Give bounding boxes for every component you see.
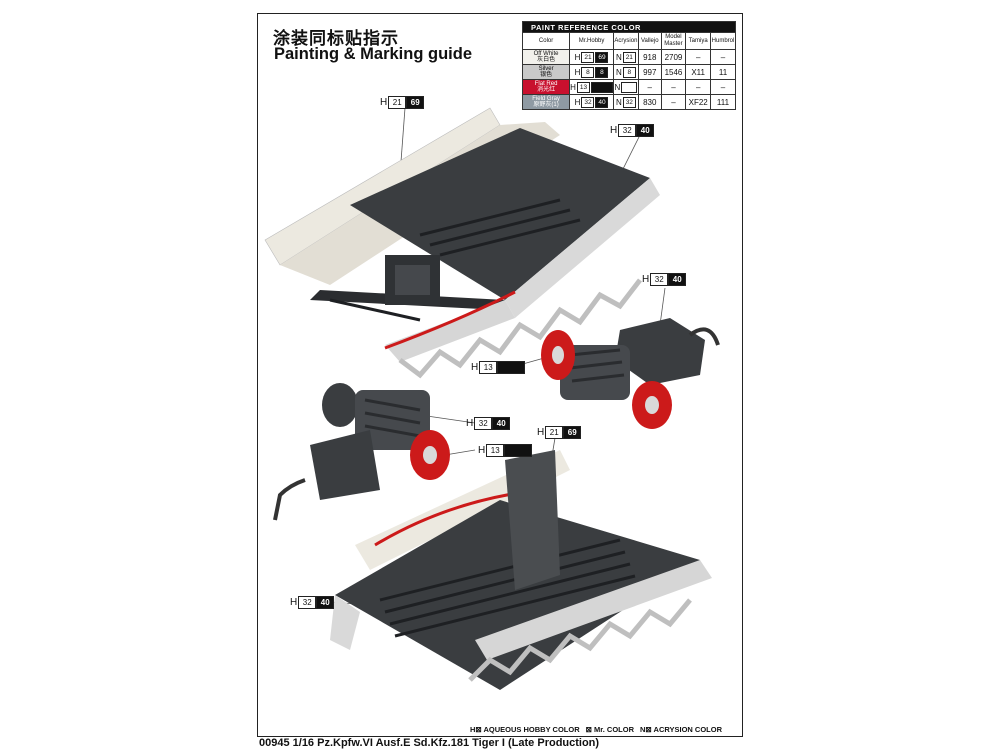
title-english: Painting & Marking guide — [274, 45, 473, 63]
legend-aqueous: H⊠ AQUEOUS HOBBY COLOR — [470, 725, 580, 734]
page-frame — [257, 13, 743, 737]
col-mr-hobby: Mr.Hobby — [569, 32, 614, 50]
footer-model-title: 00945 1/16 Pz.Kpfw.VI Ausf.E Sd.Kfz.181 … — [259, 737, 600, 749]
legend-acrysion: N⊠ ACRYSION COLOR — [640, 725, 722, 734]
paint-reference-table: PAINT REFERENCE COLOR Color Mr.Hobby Acr… — [521, 21, 736, 110]
color-legend: H⊠ AQUEOUS HOBBY COLOR ⊠ Mr. COLOR N⊠ AC… — [470, 725, 722, 734]
col-vallejo: Vallejo — [637, 32, 662, 50]
lower-hull — [330, 450, 712, 700]
upper-hull — [264, 107, 660, 379]
gearbox-left — [273, 383, 450, 521]
title-chinese: 涂装同标贴指示 — [273, 29, 399, 48]
col-tamiya: Tamiya — [685, 32, 712, 50]
col-acrysion: Acrysion — [612, 32, 639, 50]
gearbox-right — [541, 318, 720, 429]
col-color: Color — [521, 32, 571, 50]
legend-mr-color: ⊠ Mr. COLOR — [585, 725, 635, 734]
